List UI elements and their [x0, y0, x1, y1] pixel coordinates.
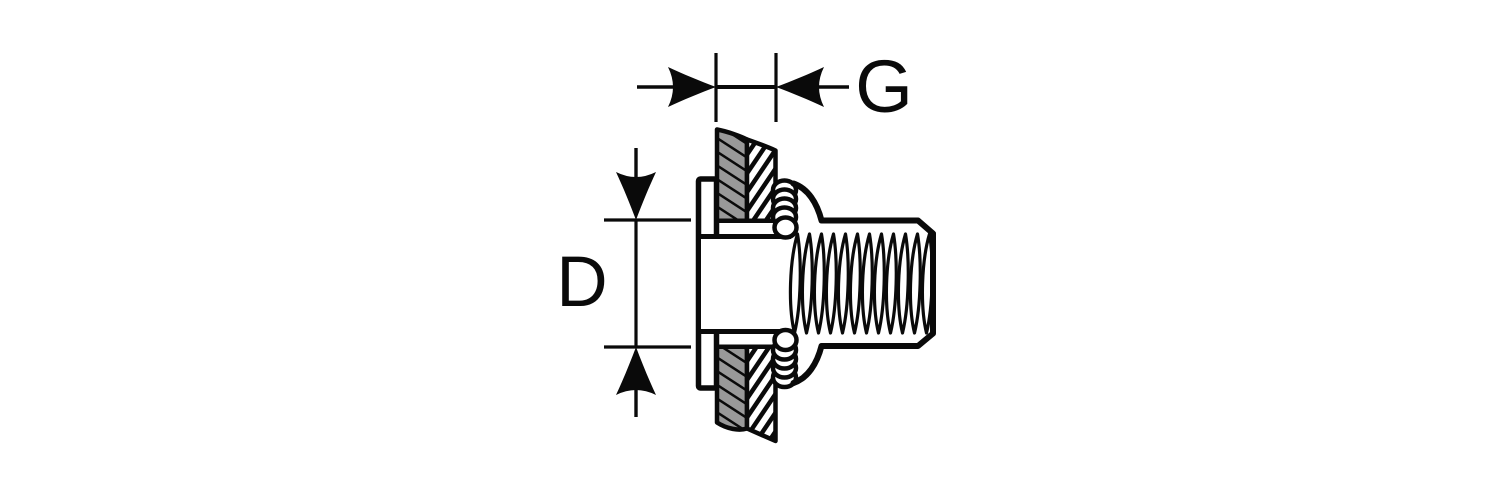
panel-top-front-face — [714, 127, 750, 223]
arrow-right-icon — [668, 67, 716, 107]
body-outline — [790, 180, 936, 386]
panel — [714, 127, 778, 444]
bulge-bottom — [770, 327, 799, 390]
bulge-top — [770, 178, 799, 240]
threads — [788, 232, 934, 335]
grip-label: G — [855, 45, 913, 128]
bore — [701, 234, 796, 334]
diameter-label: D — [556, 243, 607, 322]
arrow-up-icon — [616, 347, 656, 395]
dimension-diameter: D — [556, 148, 691, 417]
panel-bottom-cut-face — [744, 344, 778, 444]
panel-bottom-front-face — [714, 344, 750, 432]
arrow-down-icon — [616, 172, 656, 220]
arrow-left-icon — [776, 67, 824, 107]
dimension-grip: G — [637, 45, 913, 128]
